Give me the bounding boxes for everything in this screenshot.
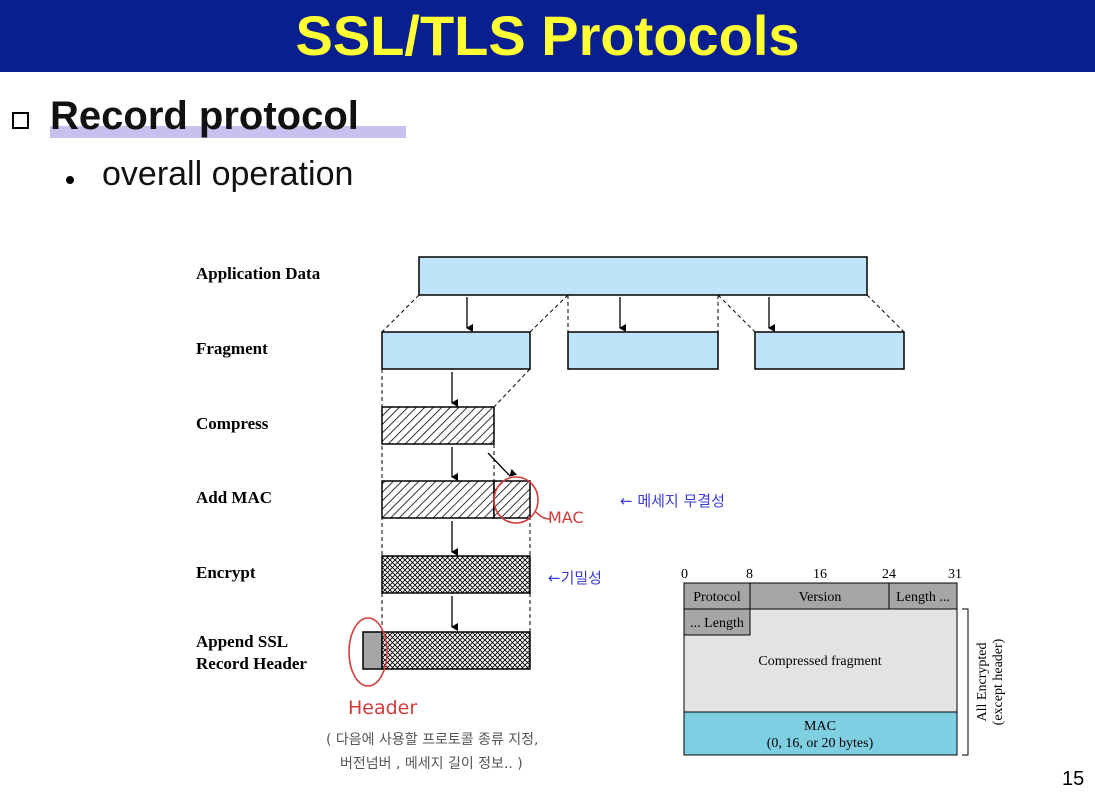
bit-label-31: 31 — [948, 567, 962, 582]
mac-field-box — [683, 711, 958, 756]
page-number: 15 — [1062, 768, 1085, 790]
encrypted-bracket — [962, 608, 969, 756]
stage-label-add-mac: Add MAC — [196, 488, 272, 507]
bit-label-0: 0 — [681, 567, 688, 582]
stage-label-application-data: Application Data — [196, 264, 321, 283]
round-bullet-icon — [66, 176, 74, 184]
encrypted-box — [381, 555, 531, 594]
fragment-box-3 — [754, 331, 905, 370]
fragment-box-2 — [567, 331, 719, 370]
mac-annotation: MAC — [548, 508, 584, 527]
header-highlight-circle — [348, 617, 388, 687]
integrity-annotation: ← 메세지 무결성 — [620, 492, 725, 510]
square-bullet-icon — [12, 112, 29, 129]
stage-label-compress: Compress — [196, 414, 269, 433]
fragment-arrows — [466, 297, 775, 332]
title-bar — [0, 0, 1095, 72]
sub-bullet: overall operation — [102, 155, 354, 193]
mac-highlight-circle — [493, 476, 539, 524]
mac-box — [493, 480, 531, 519]
record-format-diagram: 0 8 16 24 31 Protocol Version Length ...… — [681, 567, 1006, 756]
stage-arrows — [451, 372, 518, 631]
length-field-box — [888, 582, 958, 610]
heading-highlight — [50, 126, 406, 138]
stage-label-append-ssl: Append SSL — [196, 632, 288, 651]
encrypted-label-2: (except header) — [991, 638, 1006, 725]
mac-field: MAC — [804, 719, 836, 734]
stage-label-encrypt: Encrypt — [196, 563, 256, 582]
mac-callout-line — [535, 511, 551, 520]
length-field-end: ... Length — [690, 616, 744, 631]
length-field-start: Length ... — [896, 590, 950, 605]
fragment-guides — [381, 294, 905, 333]
mac-size-field: (0, 16, or 20 bytes) — [767, 736, 874, 751]
bit-label-8: 8 — [746, 567, 753, 582]
header-annotation: Header — [348, 697, 417, 719]
stage-label-record-header: Record Header — [196, 654, 307, 673]
header-note-line-2: 버전넘버 , 메세지 길이 정보.. ) — [340, 756, 523, 772]
header-note-line-1: ( 다음에 사용할 프로토콜 종류 지정, — [326, 732, 538, 748]
bit-label-24: 24 — [882, 567, 896, 582]
slide-title: SSL/TLS Protocols — [295, 4, 800, 67]
protocol-field: Protocol — [693, 590, 741, 605]
stage-label-fragment: Fragment — [196, 339, 268, 358]
encrypted-record-box — [381, 631, 531, 670]
encrypted-label-1: All Encrypted — [975, 643, 990, 722]
section-heading: Record protocol — [50, 94, 359, 138]
compressed-with-mac-box — [381, 480, 495, 519]
compressed-fragment-field: Compressed fragment — [758, 654, 881, 669]
bit-label-16: 16 — [813, 567, 827, 582]
fragment-box-1 — [381, 331, 531, 370]
length-field-cont-box — [683, 608, 751, 636]
compressed-box — [381, 406, 495, 445]
version-field: Version — [799, 590, 842, 605]
confidentiality-annotation: ←기밀성 — [548, 569, 602, 587]
application-data-box — [418, 256, 868, 296]
ssl-header-box — [362, 631, 383, 670]
